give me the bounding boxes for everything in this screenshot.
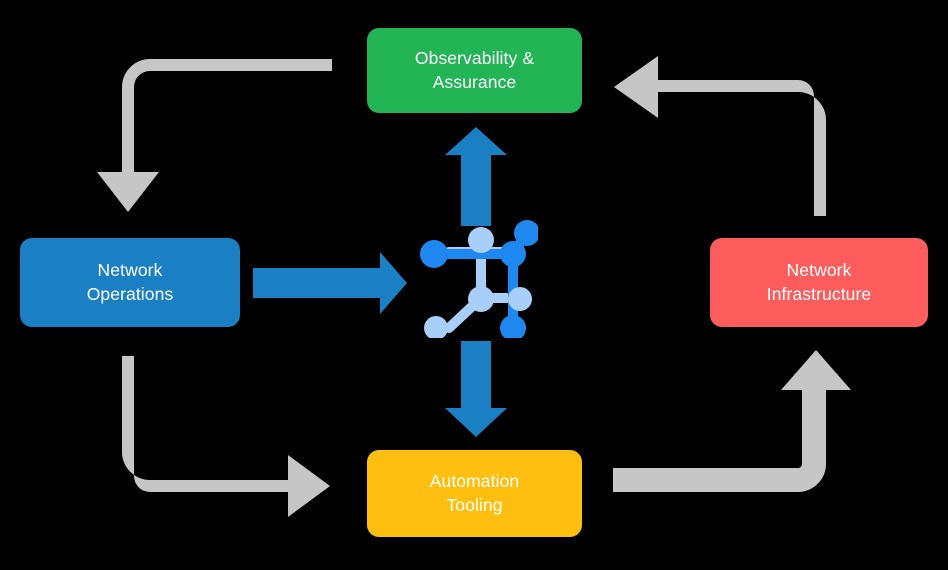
node-label-observability: Observability & Assurance [414, 47, 535, 92]
node-network-infrastructure[interactable]: Network Infrastructure [710, 238, 928, 327]
topology-primary-nodes [420, 220, 538, 338]
node-label-network-infrastructure: Network Infrastructure [766, 259, 872, 304]
node-observability-assurance[interactable]: Observability & Assurance [367, 28, 582, 113]
node-automation-tooling[interactable]: Automation Tooling [367, 450, 582, 537]
topology-secondary-nodes [424, 227, 532, 338]
arrow-observability-to-netops [97, 59, 332, 212]
arrow-netinfra-to-observability [614, 56, 838, 216]
arrow-center-to-observability [445, 127, 507, 226]
node-label-automation-tooling: Automation Tooling [429, 470, 520, 515]
arrow-netops-to-automation [110, 356, 330, 517]
node-network-operations[interactable]: Network Operations [20, 238, 240, 327]
arrow-automation-to-netinfra-shape [613, 350, 851, 492]
node-label-network-operations: Network Operations [86, 259, 174, 304]
arrow-center-to-automation [445, 341, 507, 437]
network-topology-icon [420, 220, 538, 338]
arrow-netops-to-center [253, 252, 407, 314]
